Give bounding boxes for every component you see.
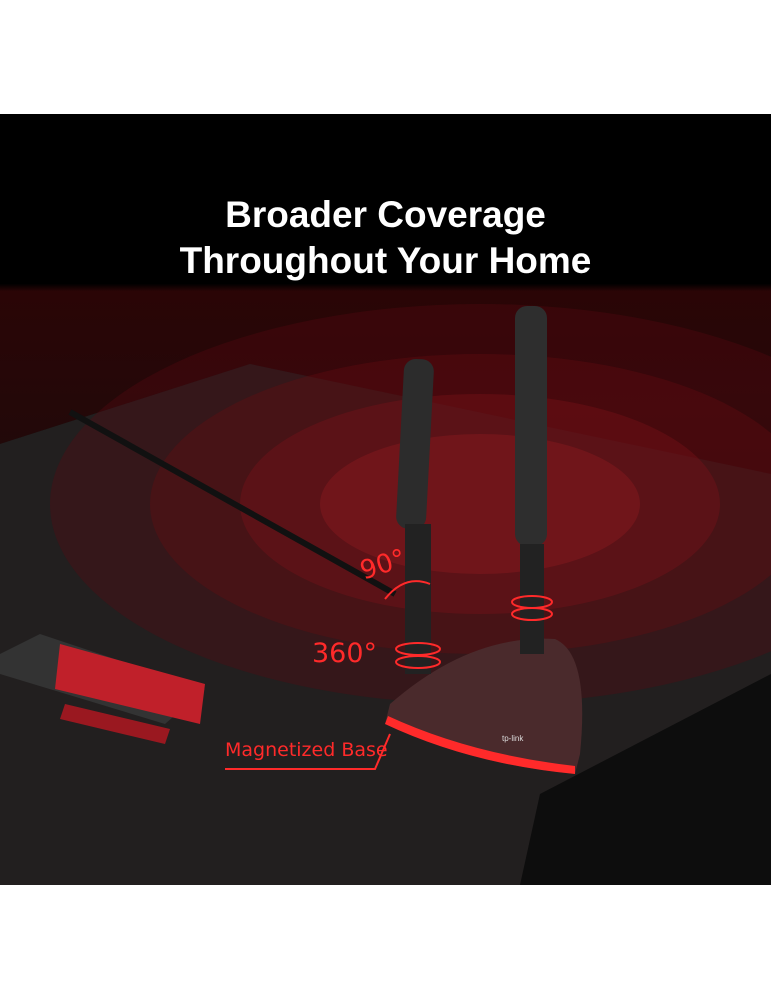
pcie-card <box>0 634 205 744</box>
antenna-cable <box>68 409 397 597</box>
product-image: Broader Coverage Throughout Your Home 90… <box>0 114 771 885</box>
magnetized-base-callout: Magnetized Base <box>225 739 388 761</box>
antenna-left <box>396 358 434 674</box>
coverage-waves <box>50 304 771 704</box>
antenna-right <box>515 306 547 654</box>
rotate-callout: 360° <box>312 638 378 669</box>
product-scene <box>0 114 771 885</box>
brand-logo: tp-link <box>502 734 524 743</box>
headline-line-1: Broader Coverage <box>225 194 546 235</box>
tilt-arc-icon <box>384 580 431 600</box>
headline-line-2: Throughout Your Home <box>179 240 592 281</box>
